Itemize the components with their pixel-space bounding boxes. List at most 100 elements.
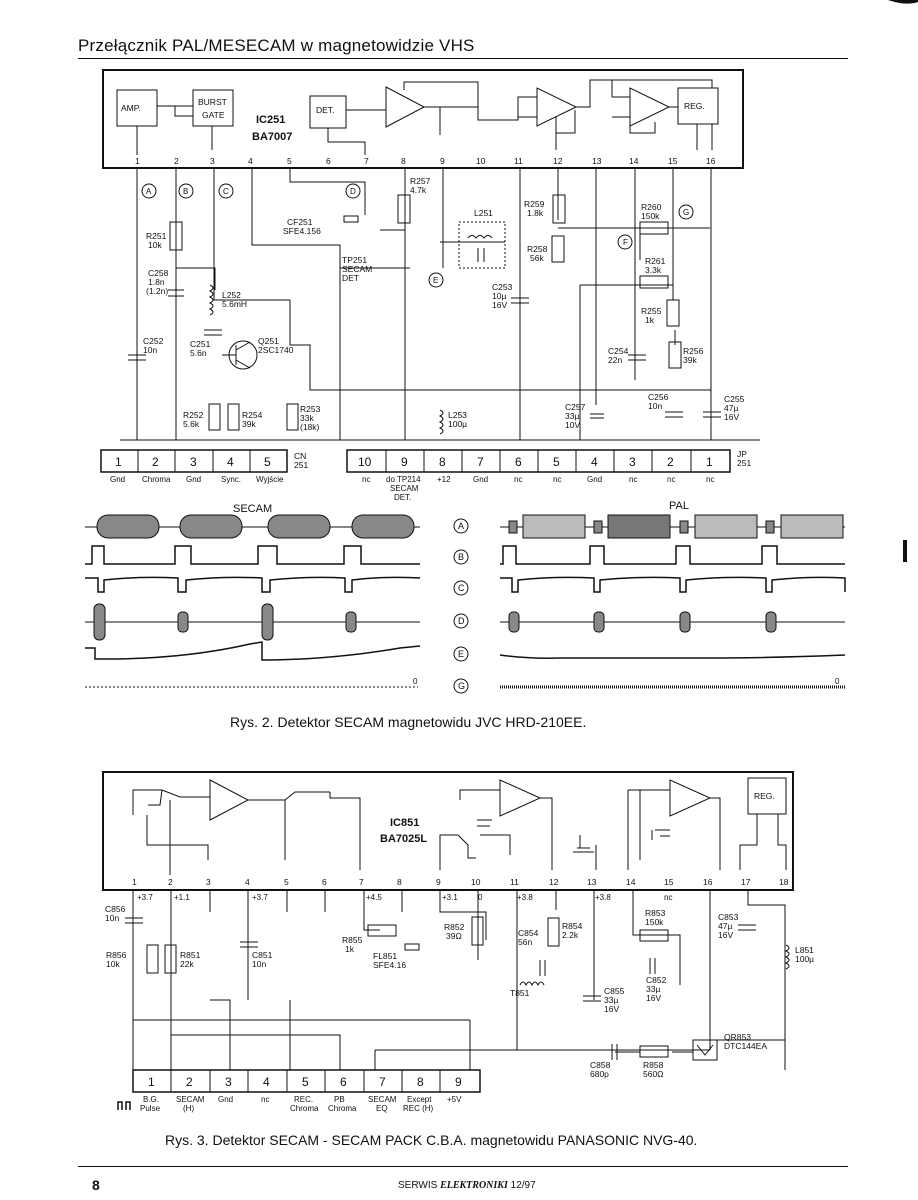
svg-text:SFE4.156: SFE4.156 — [283, 226, 321, 236]
svg-text:A: A — [146, 187, 152, 196]
svg-text:+3.8: +3.8 — [595, 893, 611, 902]
svg-text:nc: nc — [553, 475, 561, 484]
svg-text:15: 15 — [668, 156, 678, 166]
svg-text:33µ: 33µ — [604, 995, 618, 1005]
c856-label: C856 — [105, 904, 126, 914]
svg-text:560Ω: 560Ω — [643, 1069, 664, 1079]
svg-text:B.G.: B.G. — [143, 1095, 159, 1104]
ic851-type: BA7025L — [380, 833, 427, 845]
svg-text:nc: nc — [706, 475, 714, 484]
marker-f: F — [617, 234, 633, 250]
burst-label-1: BURST — [198, 97, 227, 107]
svg-text:6: 6 — [340, 1075, 347, 1089]
svg-text:+3.1: +3.1 — [442, 893, 458, 902]
r259-label: R259 — [524, 199, 545, 209]
svg-text:10n: 10n — [252, 959, 266, 969]
ic251-name: IC251 — [256, 114, 285, 126]
svg-text:16V: 16V — [492, 300, 507, 310]
svg-text:B: B — [183, 187, 188, 196]
svg-text:3.3k: 3.3k — [645, 265, 662, 275]
svg-text:C: C — [458, 583, 465, 593]
reg-block — [677, 87, 719, 125]
svg-text:EQ: EQ — [376, 1104, 388, 1113]
op-amp-2 — [536, 87, 578, 127]
page-title: Przełącznik PAL/MESECAM w magnetowidzie … — [78, 36, 475, 55]
svg-text:8: 8 — [417, 1075, 424, 1089]
svg-text:2: 2 — [186, 1075, 193, 1089]
ic851-amp-1 — [209, 779, 250, 821]
svg-text:100µ: 100µ — [448, 419, 467, 429]
l851-coil — [784, 944, 790, 970]
svg-text:G: G — [458, 681, 465, 691]
svg-text:10: 10 — [476, 156, 486, 166]
svg-text:DTC144EA: DTC144EA — [724, 1041, 767, 1051]
r253-resistor — [286, 403, 299, 431]
r853-label: R853 — [645, 908, 666, 918]
fl851-filter — [404, 943, 420, 951]
svg-text:39Ω: 39Ω — [446, 931, 462, 941]
jp251-connector: 10 9 8 7 6 5 4 3 2 1 JP 251 nc do TP214 … — [346, 449, 751, 502]
r252-label: R252 — [183, 410, 204, 420]
svg-text:16V: 16V — [604, 1004, 619, 1014]
svg-text:18: 18 — [779, 877, 789, 887]
svg-text:2SC1740: 2SC1740 — [258, 345, 294, 355]
svg-text:SECAM: SECAM — [390, 484, 419, 493]
c257-capacitor — [590, 413, 604, 419]
r254-resistor — [227, 403, 240, 431]
svg-text:Chroma: Chroma — [290, 1104, 319, 1113]
r253-label: R253 — [300, 404, 321, 414]
svg-text:nc: nc — [514, 475, 522, 484]
magazine-name-a: SERWIS — [398, 1180, 438, 1191]
svg-text:nc: nc — [261, 1095, 269, 1104]
svg-text:F: F — [623, 238, 628, 247]
svg-text:16V: 16V — [724, 412, 739, 422]
svg-text:SECAM: SECAM — [176, 1095, 205, 1104]
marker-d: D — [345, 183, 361, 199]
r258-resistor — [551, 235, 565, 263]
c851-capacitor — [240, 941, 258, 948]
svg-text:Wyjście: Wyjście — [256, 475, 284, 484]
svg-text:1: 1 — [132, 877, 137, 887]
svg-text:nc: nc — [629, 475, 637, 484]
svg-text:8: 8 — [439, 455, 446, 469]
l252-coil — [208, 284, 214, 316]
svg-text:D: D — [458, 616, 465, 626]
c258-label: C258 — [148, 268, 169, 278]
svg-text:(1.2n): (1.2n) — [146, 286, 168, 296]
svg-text:Chroma: Chroma — [328, 1104, 357, 1113]
c855-label: C855 — [604, 986, 625, 996]
marker-b: B — [178, 183, 194, 199]
r254-label: R254 — [242, 410, 263, 420]
svg-text:100µ: 100µ — [795, 954, 814, 964]
fig3-connector: 1 2 3 4 5 6 7 8 9 B.G. SECAM Gnd nc REC.… — [117, 1069, 481, 1113]
svg-text:5.6mH: 5.6mH — [222, 299, 247, 309]
marker-e: E — [428, 272, 444, 288]
svg-text:39k: 39k — [242, 419, 256, 429]
svg-text:6: 6 — [322, 877, 327, 887]
svg-text:Chroma: Chroma — [142, 475, 171, 484]
r851-label: R851 — [180, 950, 201, 960]
c851-label: C851 — [252, 950, 273, 960]
svg-text:11: 11 — [510, 877, 519, 887]
qr853-transistor — [692, 1039, 718, 1061]
svg-text:251: 251 — [737, 458, 751, 468]
svg-text:Pulse: Pulse — [140, 1104, 161, 1113]
svg-text:8: 8 — [401, 156, 406, 166]
ic851-box — [102, 771, 794, 891]
svg-text:22k: 22k — [180, 959, 194, 969]
magazine-footer: SERWIS ELEKTRONIKI 12/97 — [398, 1180, 536, 1191]
svg-text:10n: 10n — [105, 913, 119, 923]
c853-label: C853 — [718, 912, 739, 922]
svg-text:3: 3 — [210, 156, 215, 166]
ic851-name: IC851 — [390, 817, 419, 829]
svg-text:+12: +12 — [437, 475, 451, 484]
svg-text:12: 12 — [553, 156, 563, 166]
svg-text:A: A — [458, 521, 464, 531]
r257-label: R257 — [410, 176, 431, 186]
title-rule — [78, 58, 848, 59]
qr853-label: QR853 — [724, 1032, 751, 1042]
r854-label: R854 — [562, 921, 583, 931]
svg-text:2: 2 — [168, 877, 173, 887]
svg-text:33k: 33k — [300, 413, 314, 423]
